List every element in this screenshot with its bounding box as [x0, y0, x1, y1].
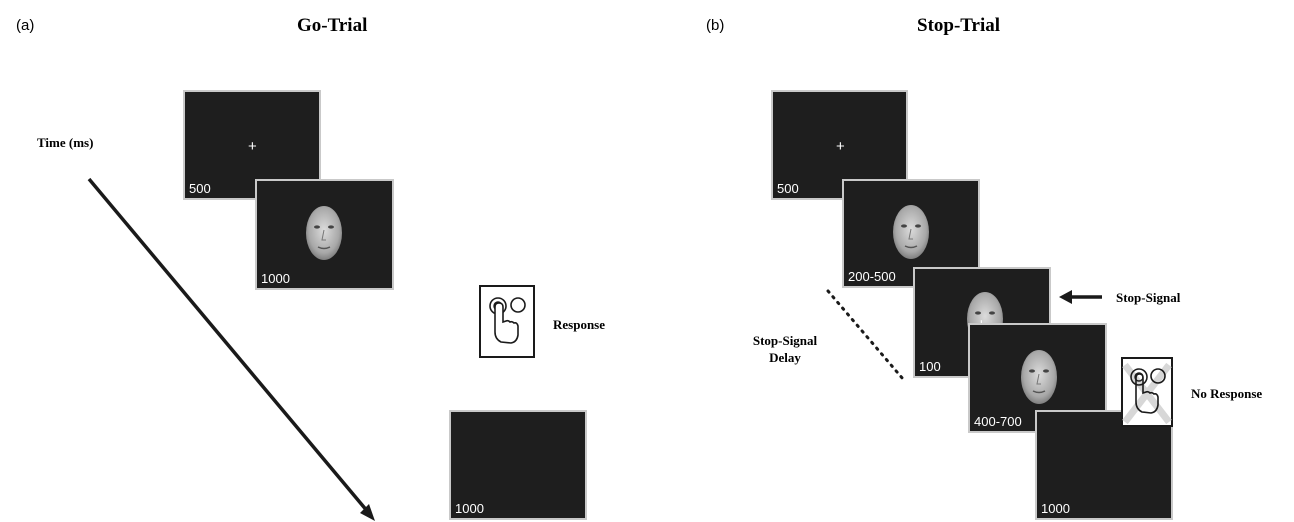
- left-arrow-icon: [1059, 290, 1102, 304]
- response-label: Response: [553, 317, 606, 332]
- stop-face-screen: 200-500: [842, 179, 980, 288]
- no-response-label: No Response: [1191, 386, 1263, 401]
- panel-b-title: Stop-Trial: [917, 15, 1001, 36]
- face-image: [1021, 350, 1057, 404]
- panel-b-letter: (b): [706, 17, 725, 34]
- duration-label: 200-500: [848, 269, 896, 284]
- fixation-cross: +: [836, 138, 845, 155]
- time-label: Time (ms): [37, 135, 94, 150]
- diagonal-arrow-icon: [87, 177, 375, 521]
- face-image: [893, 205, 929, 259]
- stop-blank-screen: 1000: [1035, 410, 1173, 520]
- duration-label: 1000: [455, 501, 484, 516]
- go-face-screen: 1000: [255, 179, 394, 290]
- duration-label: 100: [919, 359, 941, 374]
- panel-a-title: Go-Trial: [297, 15, 368, 36]
- stop-signal-delay-dotted-line: [826, 289, 905, 381]
- finger-press-crossed-icon: [1121, 357, 1173, 427]
- fixation-cross: +: [248, 138, 257, 155]
- face-image: [306, 206, 342, 260]
- ssd-label-line1: Stop-Signal: [752, 333, 818, 348]
- finger-press-icon: [479, 285, 535, 358]
- duration-label: 500: [189, 181, 211, 196]
- go-blank-screen: 1000: [449, 410, 587, 520]
- duration-label: 500: [777, 181, 799, 196]
- ssd-label-line2: Delay: [769, 350, 801, 365]
- duration-label: 400-700: [974, 414, 1022, 429]
- stop-signal-label: Stop-Signal: [1116, 290, 1181, 305]
- duration-label: 1000: [261, 271, 290, 286]
- panel-a-letter: (a): [16, 17, 35, 34]
- duration-label: 1000: [1041, 501, 1070, 516]
